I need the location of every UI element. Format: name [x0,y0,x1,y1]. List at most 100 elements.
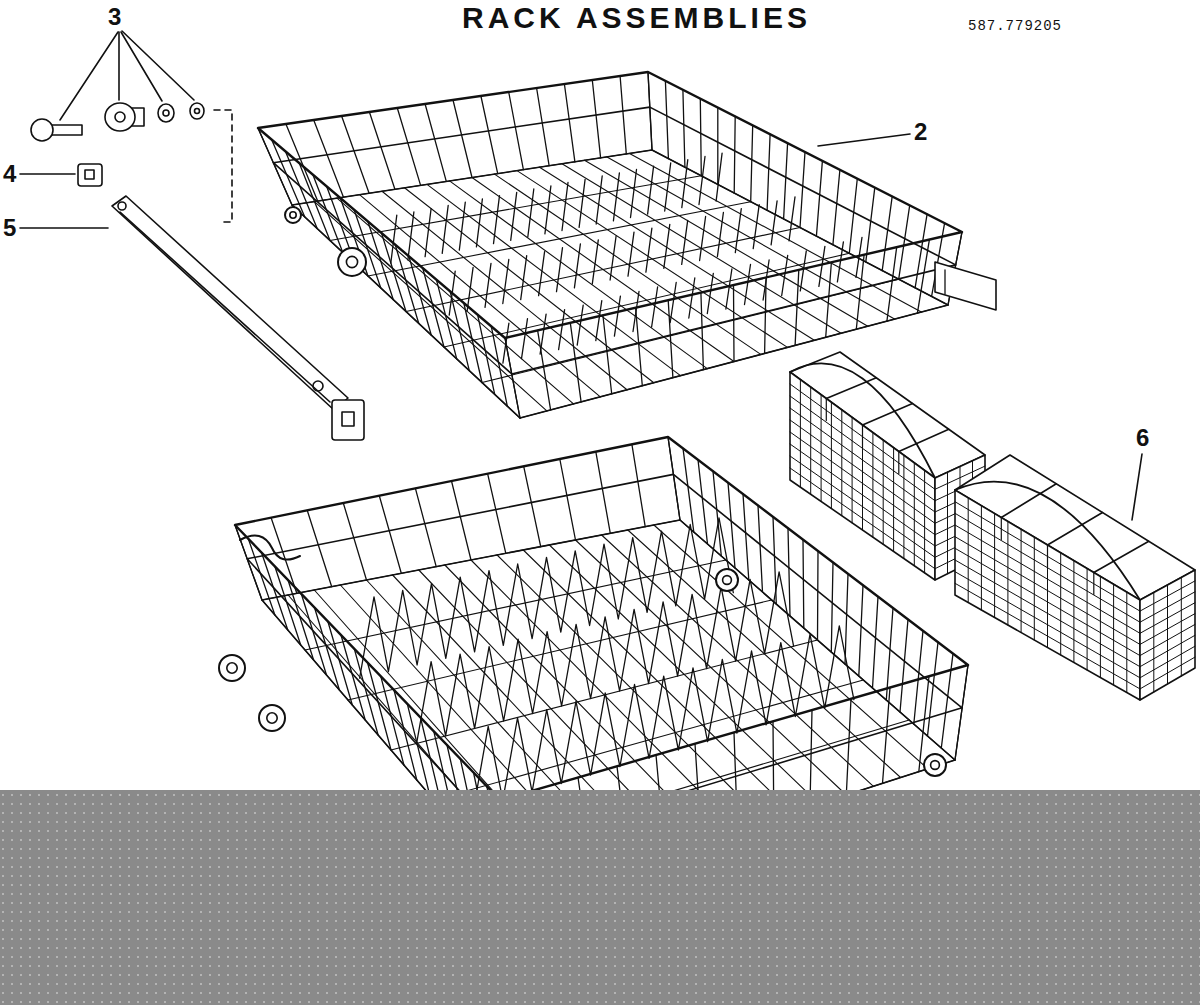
rack-tine [800,251,806,291]
side-wire [915,214,927,288]
rack-tine [652,287,658,327]
roller-wheel [105,103,135,131]
side-wire [795,270,799,346]
side-wire [272,140,305,217]
rail-clip [78,164,102,186]
side-wire [887,247,897,321]
rack-wheel [338,248,366,276]
rail-bar [112,196,348,410]
leader-line [818,134,910,146]
basket-grid [1167,585,1168,684]
basket-grid [893,448,894,552]
basket-grid [790,396,935,501]
rack-wires [219,72,1195,900]
wheel-hub [227,663,237,673]
side-wire [683,90,685,167]
basket-grid [810,387,811,494]
side-wire [258,128,292,205]
basket-grid [1073,561,1074,663]
rack-handle [240,536,300,560]
side-wire [859,585,863,676]
side-wire [900,619,908,712]
rack-tine [425,209,431,257]
rack-tine [700,217,706,261]
rack-wheel [219,655,245,681]
basket-divider [1093,573,1094,595]
basket-grid [883,440,884,544]
wheel-hub [346,256,357,267]
basket-front [955,490,1140,700]
side-wire [734,116,735,193]
rack-tine [592,240,598,284]
basket-front [790,372,935,580]
slide-stop [944,270,945,294]
side-wire [784,143,788,219]
rack-tine [628,232,634,276]
basket-grid [955,560,1140,667]
basket-grid [994,514,995,618]
basket-grid [924,470,925,573]
callout-number: 2 [914,120,927,144]
basket-grid [790,444,935,546]
basket-divider [899,429,949,451]
basket-grid [790,384,935,489]
basket-grid [790,456,935,557]
rack-tine [442,205,448,253]
rack-tine [648,166,654,214]
side-wire [632,444,645,526]
side-wire [751,125,753,201]
rack-tine [579,179,585,227]
basket-grid [852,417,853,523]
wheel-hub [267,713,277,723]
basket-divider [1047,545,1048,567]
rack-tine [540,314,546,354]
side-wire [833,170,840,245]
rack-mid-rim [247,474,962,845]
side-wire [665,81,668,159]
side-wire [816,161,822,236]
rack-tine [753,205,759,249]
rail-end-slot [342,412,354,426]
rack-tine [559,310,565,350]
basket-divider [1001,518,1002,540]
side-wire [596,452,611,534]
rack-tine [716,153,722,201]
plate-tines [474,626,854,809]
basket-grid [1113,584,1114,685]
side-wire [955,665,968,760]
rack-tine [689,278,695,318]
rack-tine [521,256,527,300]
washer-hole [163,110,169,116]
side-wire [570,323,581,402]
side-wire [788,528,790,616]
rack-tine [735,209,741,253]
basket-grid [831,402,832,508]
rack-tine [789,197,795,241]
side-wire [258,128,292,205]
basket-grid [1047,545,1048,648]
rack-tine [726,269,732,309]
side-wire [248,539,275,615]
wheel-hub [290,212,296,218]
basket-divider [898,452,899,474]
rack-tine [503,260,509,304]
side-wire [409,256,431,335]
side-wire [560,459,576,540]
basket-grid [981,506,982,610]
side-wire [758,505,763,592]
basket-grid [1153,593,1154,693]
wheel-hub [931,761,940,770]
side-wire [700,99,701,176]
basket-side [1140,570,1195,700]
callout-number: 4 [3,162,16,186]
roller-hole [115,112,125,122]
side-wire [314,120,344,197]
rack-wheel [716,569,738,591]
side-wire [537,88,550,166]
rail-edge [120,212,330,402]
side-wire [509,92,524,170]
rack-tine [782,256,788,296]
leader-line [118,32,120,100]
rail-hook [118,202,126,210]
